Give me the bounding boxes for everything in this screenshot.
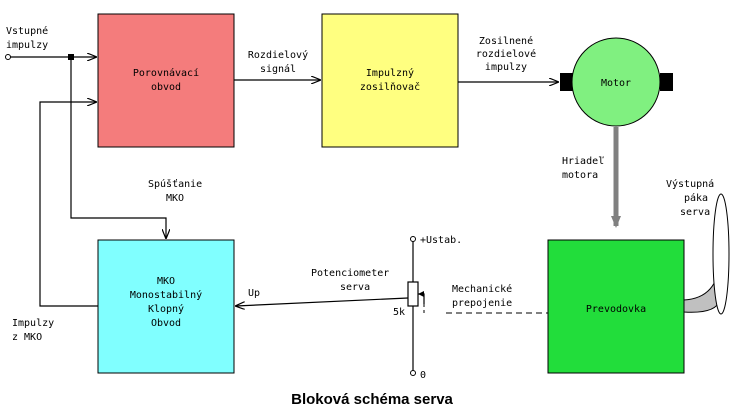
motor-terminal-left — [560, 73, 573, 91]
mko-pulses-label-2: z MKO — [12, 332, 42, 343]
amplified-label-3: impulzy — [485, 62, 527, 73]
output-label-1: Výstupná — [666, 178, 714, 190]
ground-label: 0 — [420, 370, 426, 381]
input-label-2: impulzy — [6, 40, 48, 51]
shaft-label-2: motora — [562, 170, 598, 181]
mko-label-3: Klopný — [148, 303, 184, 315]
up-wire — [236, 297, 409, 306]
pot-value-label: 5k — [393, 307, 405, 318]
pot-label-1: Potenciometer — [311, 268, 389, 279]
input-label-1: Vstupné — [6, 25, 48, 37]
supply-terminal — [410, 236, 416, 242]
input-terminal — [5, 54, 11, 60]
output-arm-pivot — [712, 193, 730, 315]
output-label-3: serva — [680, 207, 710, 218]
diagram-title: Bloková schéma serva — [291, 391, 453, 408]
ground-terminal — [410, 370, 416, 376]
mko-label-2: Monostabilný — [130, 289, 202, 301]
trigger-label-2: MKO — [166, 193, 184, 204]
comparator-label-1: Porovnávací — [133, 67, 199, 79]
mko-feedback-wire — [39, 102, 98, 307]
mko-pulses-label-1: Impulzy — [12, 318, 54, 329]
motor-label: Motor — [601, 78, 631, 89]
pot-wiper-arrow — [418, 291, 424, 297]
amplifier-block — [321, 13, 459, 148]
shaft-label-1: Hriadeľ — [562, 156, 604, 167]
comparator-block — [97, 13, 235, 148]
amplified-label-2: rozdielové — [476, 48, 536, 60]
trigger-label-1: Spúšťanie — [148, 178, 202, 190]
amplifier-label-2: zosilňovač — [360, 81, 420, 93]
motor-terminal-right — [660, 73, 673, 91]
supply-label: +Ustab. — [420, 235, 462, 246]
mech-label-2: prepojenie — [452, 298, 512, 309]
gearbox-block — [547, 239, 685, 374]
mko-label-4: Obvod — [151, 318, 181, 329]
potentiometer-resistor — [407, 281, 419, 307]
amplifier-label-1: Impulzný — [366, 67, 414, 79]
pot-label-2: serva — [340, 282, 370, 293]
input-junction — [68, 54, 74, 60]
up-label: Up — [248, 288, 260, 299]
trigger-wire — [70, 60, 166, 238]
error-signal-label-1: Rozdielový — [248, 49, 308, 61]
motor-circle — [571, 37, 661, 127]
gearbox-label: Prevodovka — [586, 304, 646, 315]
mech-label-1: Mechanické — [452, 283, 512, 295]
mko-block — [97, 239, 235, 374]
comparator-label-2: obvod — [151, 82, 181, 93]
output-label-2: páka — [684, 192, 708, 204]
error-signal-label-2: signál — [260, 63, 296, 75]
amplified-label-1: Zosilnené — [479, 35, 533, 47]
mko-label-1: MKO — [157, 276, 175, 287]
